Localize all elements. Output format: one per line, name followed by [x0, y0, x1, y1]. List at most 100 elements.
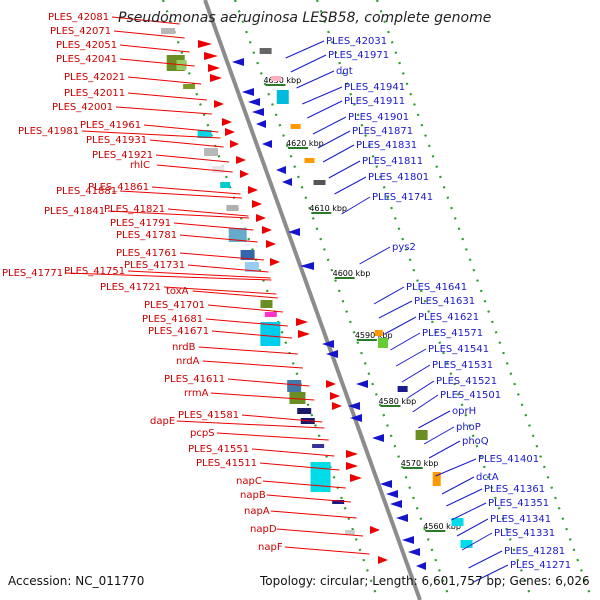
feature-block	[212, 166, 225, 173]
gene-label: PLES_41901	[348, 112, 409, 123]
gene-label: pcpS	[190, 428, 215, 439]
map-title: Pseudomonas aeruginosa LESB58, complete …	[118, 10, 492, 26]
track-guide-3	[375, 0, 594, 600]
gene-arrow-reverse	[276, 166, 286, 174]
gene-arrow-forward	[256, 214, 266, 222]
gene-leader	[163, 286, 277, 295]
gene-arrow-forward	[214, 100, 224, 108]
kbp-label: 4630 kbp	[263, 76, 301, 85]
feature-block	[240, 250, 255, 260]
feature-block	[297, 408, 312, 414]
kbp-label: 4560 kbp	[423, 522, 461, 531]
gene-leader	[251, 448, 335, 457]
gene-label: phoP	[456, 422, 481, 433]
gene-arrow-forward	[210, 74, 222, 82]
gene-label: PLES_41971	[328, 50, 389, 61]
gene-label: PLES_41821	[104, 204, 165, 215]
gene-leader	[81, 130, 221, 139]
gene-leader	[456, 518, 489, 537]
gene-arrow-forward	[296, 318, 308, 326]
feature-block	[220, 182, 231, 188]
gene-leader	[270, 510, 357, 519]
kbp-label: 4610 kbp	[309, 204, 347, 213]
feature-block	[260, 322, 281, 346]
kbp-label: 4590 kbp	[355, 331, 393, 340]
gene-label: PLES_42001	[52, 102, 113, 113]
gene-arrow-forward	[370, 526, 380, 534]
gene-leader	[334, 176, 367, 195]
gene-leader	[192, 290, 278, 299]
gene-label: PLES_41611	[164, 374, 225, 385]
gene-leader	[290, 54, 327, 73]
gene-label: PLES_41571	[422, 328, 483, 339]
gene-label: phoQ	[462, 436, 489, 447]
gene-label: rrmA	[184, 388, 209, 399]
feature-block-right	[313, 180, 326, 185]
gene-label: PLES_41961	[80, 120, 141, 131]
gene-label: PLES_41341	[490, 514, 551, 525]
gene-label: dgt	[336, 66, 353, 77]
gene-label: napB	[240, 490, 266, 501]
gene-leader	[373, 286, 405, 305]
gene-arrow-forward	[222, 118, 232, 126]
gene-arrow-reverse	[248, 98, 260, 106]
gene-label: PLES_41911	[344, 96, 405, 107]
gene-leader	[341, 196, 371, 215]
gene-arrow-forward	[326, 380, 336, 388]
gene-label: PLES_41641	[406, 282, 467, 293]
gene-arrow-reverse	[396, 514, 408, 522]
gene-label: PLES_41841	[44, 206, 105, 217]
gene-label: nrdB	[172, 342, 196, 353]
gene-leader	[155, 154, 230, 163]
gene-leader	[284, 546, 370, 555]
gene-leader	[312, 116, 347, 135]
gene-arrow-forward	[262, 226, 272, 234]
gene-label: PLES_42031	[326, 36, 387, 47]
gene-leader	[395, 348, 427, 367]
gene-arrow-forward	[230, 140, 239, 148]
gene-label: PLES_41731	[124, 260, 185, 271]
feature-block-right	[397, 386, 408, 392]
gene-label: PLES_41531	[432, 360, 493, 371]
feature-block	[183, 84, 196, 89]
gene-leader	[451, 502, 487, 521]
gene-leader	[167, 208, 249, 217]
gene-leader	[227, 378, 310, 387]
gene-leader	[151, 186, 241, 195]
gene-arrow-reverse	[322, 340, 334, 348]
feature-block	[161, 28, 176, 34]
gene-leader	[119, 58, 195, 67]
gene-label: PLES_41631	[414, 296, 475, 307]
feature-block	[264, 312, 277, 317]
gene-arrow-reverse	[372, 434, 384, 442]
gene-label: PLES_42071	[50, 26, 111, 37]
gene-label: PLES_41941	[344, 82, 405, 93]
gene-leader	[173, 222, 254, 231]
gene-label: PLES_41271	[510, 560, 571, 571]
gene-leader	[441, 476, 475, 495]
feature-block	[289, 392, 306, 404]
feature-block	[197, 130, 212, 138]
gene-label: PLES_41801	[368, 172, 429, 183]
gene-label: PLES_41521	[436, 376, 497, 387]
gene-label: PLES_41931	[86, 135, 147, 146]
gene-arrow-reverse	[326, 350, 338, 358]
feature-block	[332, 500, 345, 504]
gene-arrow-forward	[198, 40, 212, 48]
gene-label: PLES_41871	[352, 126, 413, 137]
feature-block	[228, 228, 247, 242]
gene-label: PLES_42051	[56, 40, 117, 51]
gene-leader	[115, 106, 212, 115]
feature-block-right	[304, 158, 315, 163]
gene-label: PLES_41681	[142, 314, 203, 325]
gene-label: PLES_41331	[494, 528, 555, 539]
gene-leader	[322, 144, 355, 163]
gene-arrow-reverse	[256, 120, 266, 128]
gene-arrow-reverse	[232, 58, 244, 66]
gene-label: toxA	[166, 286, 189, 297]
gene-label: PLES_41501	[440, 390, 501, 401]
feature-block	[310, 462, 331, 492]
kbp-label: 4580 kbp	[378, 397, 416, 406]
gene-leader	[468, 550, 503, 569]
